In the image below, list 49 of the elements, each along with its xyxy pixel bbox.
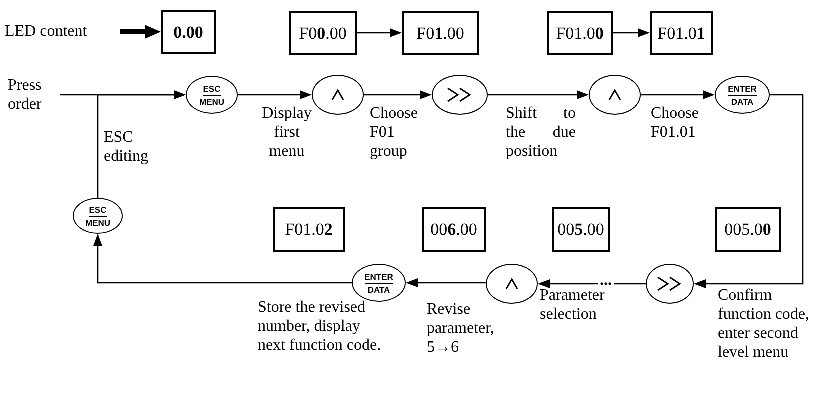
step-description: Revise parameter, 5→6 bbox=[427, 300, 496, 357]
arrow bbox=[641, 90, 715, 100]
step-description: Display first menu bbox=[261, 104, 313, 161]
arrow bbox=[94, 234, 352, 284]
display-box: 005.00 bbox=[552, 207, 610, 252]
display-box: F01.01 bbox=[650, 11, 713, 55]
display-box: F01.00 bbox=[547, 11, 613, 55]
key-label: ESC bbox=[203, 84, 221, 96]
caption-text: LED content bbox=[5, 22, 120, 41]
key-label: DATA bbox=[368, 284, 390, 294]
key-label: DATA bbox=[731, 96, 754, 106]
arrow bbox=[120, 25, 161, 39]
step-description: Confirm function code, enter second level menu bbox=[718, 286, 811, 362]
arrow bbox=[613, 28, 650, 38]
display-box: 006.00 bbox=[422, 207, 486, 252]
keypad-key bbox=[646, 264, 694, 304]
key-label: MENU bbox=[199, 96, 225, 106]
keypad-key bbox=[312, 75, 364, 115]
arrow bbox=[694, 94, 804, 288]
arrow bbox=[357, 28, 402, 38]
keypad-key bbox=[486, 264, 538, 304]
keypad-key bbox=[352, 264, 406, 302]
key-label: ESC bbox=[89, 204, 107, 216]
display-box: F01.00 bbox=[402, 11, 479, 55]
arrow bbox=[488, 90, 589, 100]
keypad-key bbox=[589, 75, 641, 115]
display-box: F00.00 bbox=[289, 11, 357, 55]
start-text: Press order bbox=[8, 76, 60, 114]
keypad-key bbox=[73, 198, 123, 234]
step-description: Choose F01.01 bbox=[651, 104, 700, 142]
arrow bbox=[364, 90, 432, 100]
arrow bbox=[97, 90, 186, 198]
keypad-key bbox=[432, 75, 488, 115]
step-description: Shift to the due position bbox=[506, 104, 576, 161]
keypad-key bbox=[715, 76, 770, 114]
key-label: ENTER bbox=[728, 84, 757, 96]
display-box: 005.00 bbox=[715, 207, 781, 252]
key-label: MENU bbox=[85, 218, 111, 228]
step-description: Choose F01 group bbox=[370, 104, 419, 161]
arrow bbox=[406, 278, 486, 288]
keypad-key bbox=[186, 76, 238, 114]
step-description: ESC editing bbox=[104, 128, 150, 166]
display-box: 0.00 bbox=[161, 10, 216, 54]
arrow bbox=[538, 280, 646, 288]
step-description: Store the revised number, display next function code. bbox=[258, 298, 382, 355]
display-box: F01.02 bbox=[273, 207, 345, 252]
key-label: ENTER bbox=[364, 272, 394, 284]
step-description: Parameter selection bbox=[540, 286, 606, 324]
arrow bbox=[238, 90, 312, 100]
